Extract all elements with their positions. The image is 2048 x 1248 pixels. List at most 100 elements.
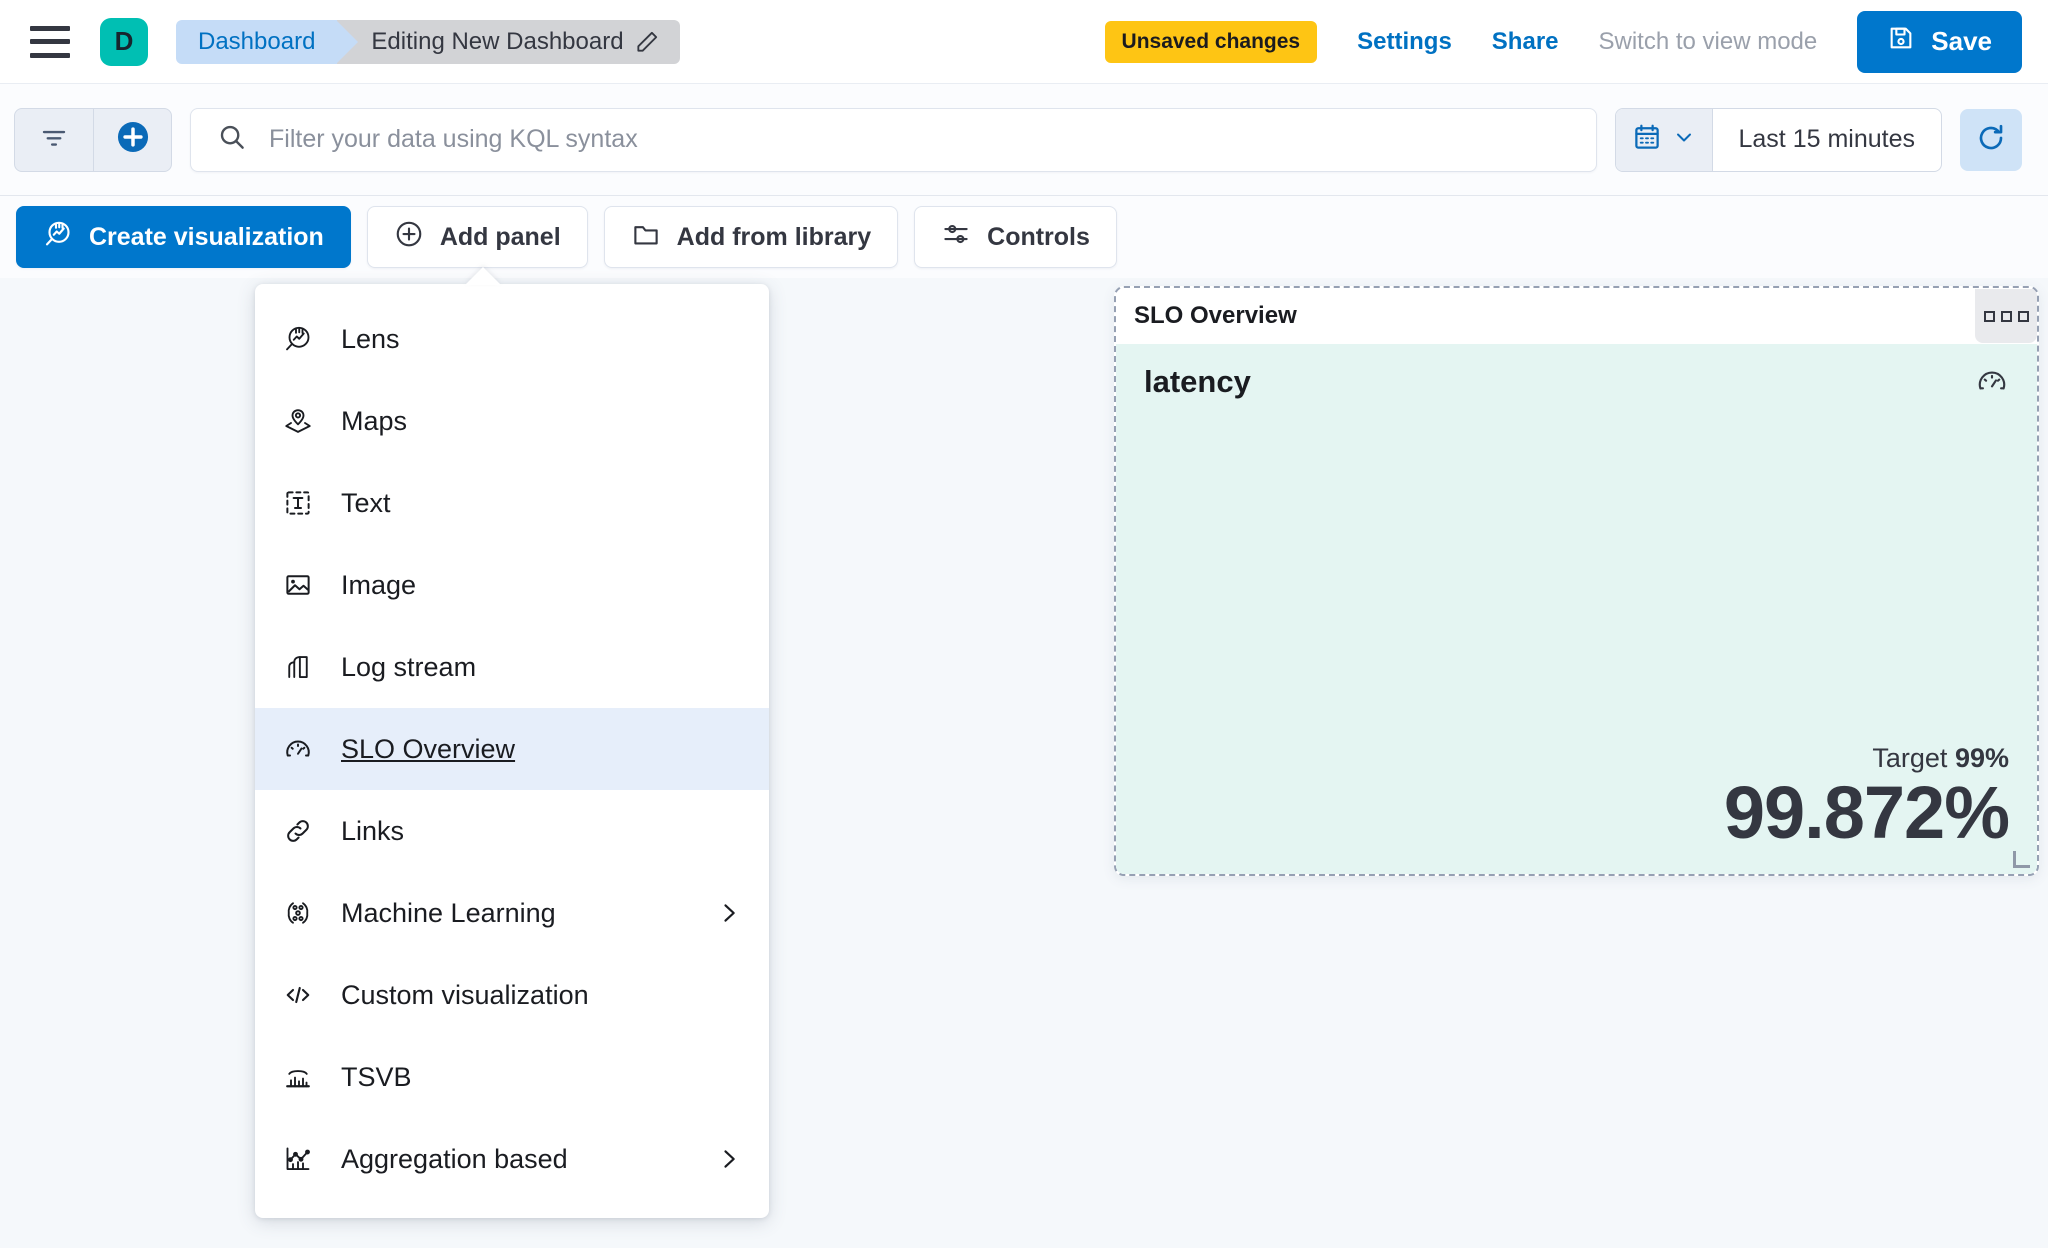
space-avatar[interactable]: D [100,17,148,66]
menu-item-text[interactable]: Text [255,462,769,544]
settings-link[interactable]: Settings [1357,27,1452,55]
folder-icon [631,219,661,256]
chevron-right-icon [715,899,743,927]
filter-icon [39,122,69,157]
popover-arrow-icon [465,267,501,285]
hamburger-menu-icon[interactable] [30,25,70,58]
menu-item-label: Links [341,815,405,846]
link-icon [281,816,315,846]
save-disk-icon [1887,24,1915,59]
menu-item-aggregation-based[interactable]: Aggregation based [255,1118,769,1200]
date-range-label[interactable]: Last 15 minutes [1738,125,1916,153]
plus-circle-outline-icon [394,219,424,256]
text-box-icon [281,488,315,518]
filter-options-button[interactable] [15,109,93,171]
slo-current-value: 99.872% [1723,770,2010,854]
menu-item-image[interactable]: Image [255,544,769,626]
map-marker-layers-icon [281,406,315,436]
menu-item-lens[interactable]: Lens [255,298,769,380]
controls-icon [941,219,971,256]
panel-context-menu-icon[interactable] [1975,289,2037,343]
create-visualization-label: Create visualization [89,222,324,251]
chevron-right-icon [715,1145,743,1173]
gauge-icon [281,734,315,764]
add-filter-button[interactable] [93,108,171,171]
menu-item-custom-visualization[interactable]: Custom visualization [255,954,769,1036]
lens-icon [281,324,315,354]
menu-item-label: SLO Overview [341,733,516,764]
query-bar: Last 15 minutes [0,84,2048,196]
slo-target-row: Target 99% [1144,743,2009,774]
panel-menu-square [1983,310,1995,322]
add-from-library-label: Add from library [676,222,872,251]
date-quick-select-button[interactable] [1615,108,1713,171]
menu-item-tsvb[interactable]: TSVB [255,1036,769,1118]
menu-item-label: Machine Learning [341,897,556,928]
controls-label: Controls [987,222,1090,251]
menu-item-label: Log stream [341,651,477,682]
filter-button-group [14,107,172,172]
breadcrumb-item-dashboard[interactable]: Dashboard [176,19,359,64]
breadcrumb-item-current[interactable]: Editing New Dashboard [337,19,680,64]
date-picker: Last 15 minutes [1614,107,1942,172]
switch-to-view-mode-link[interactable]: Switch to view mode [1598,27,1818,55]
menu-item-machine-learning[interactable]: Machine Learning [255,872,769,954]
add-panel-label: Add panel [439,222,561,251]
create-visualization-button[interactable]: Create visualization [16,206,351,268]
breadcrumb-dashboard-label: Dashboard [198,27,316,55]
share-link[interactable]: Share [1491,27,1559,55]
slo-panel-body: latency Target 99% [1116,344,2037,874]
slo-name: latency [1144,364,1251,399]
menu-item-label: TSVB [341,1061,412,1092]
plus-circle-icon [114,118,152,161]
save-button[interactable]: Save [1857,10,2022,73]
panel-title: SLO Overview [1134,302,1297,329]
breadcrumb: Dashboard Editing New Dashboard [176,19,680,64]
lens-icon [43,219,73,256]
resize-handle-icon[interactable] [2013,851,2030,868]
slo-header-row: latency [1144,364,2009,403]
panel-menu-square [2017,310,2029,322]
menu-item-links[interactable]: Links [255,790,769,872]
add-from-library-button[interactable]: Add from library [603,206,899,268]
refresh-button[interactable] [1960,108,2022,171]
save-button-label: Save [1931,26,1992,56]
menu-item-slo-overview[interactable]: SLO Overview [255,708,769,790]
add-panel-button[interactable]: Add panel [366,206,588,268]
panel-header: SLO Overview [1116,288,2037,344]
menu-item-label: Image [341,569,417,600]
code-icon [281,980,315,1010]
pencil-icon[interactable] [634,29,660,55]
menu-item-log-stream[interactable]: Log stream [255,626,769,708]
refresh-icon [1975,122,2007,157]
breadcrumb-current-label: Editing New Dashboard [371,27,624,55]
slo-overview-panel[interactable]: SLO Overview latency [1114,286,2039,876]
add-panel-menu: Lens Maps Text [255,267,769,1218]
menu-item-label: Maps [341,405,408,436]
dashboard-canvas: Lens Maps Text [0,267,2048,1248]
status-badge-unsaved: Unsaved changes [1104,20,1318,63]
controls-button[interactable]: Controls [914,206,1117,268]
slo-metrics: Target 99% 99.872% [1144,743,2010,854]
panel-menu-square [2000,310,2012,322]
search-input[interactable] [269,125,1570,154]
log-stream-icon [281,652,315,682]
calendar-icon [1632,122,1662,157]
machine-learning-icon [281,898,315,928]
app-header: D Dashboard Editing New Dashboard Unsave… [0,0,2048,84]
image-icon [281,570,315,600]
tsvb-chart-icon [281,1062,315,1092]
gauge-icon [1975,364,2009,403]
search-field-wrapper[interactable] [190,107,1597,172]
chevron-down-icon [1672,125,1696,154]
search-icon [217,122,247,157]
menu-item-label: Lens [341,323,400,354]
menu-item-label: Aggregation based [341,1143,568,1174]
breadcrumb-chevron-icon [336,19,359,64]
aggregation-chart-icon [281,1144,315,1174]
slo-target-label: Target [1872,742,1948,773]
menu-item-label: Text [341,487,391,518]
menu-item-maps[interactable]: Maps [255,380,769,462]
dashboard-toolbar: Create visualization Add panel Add from … [0,196,2048,278]
slo-target-value: 99% [1954,742,2009,773]
